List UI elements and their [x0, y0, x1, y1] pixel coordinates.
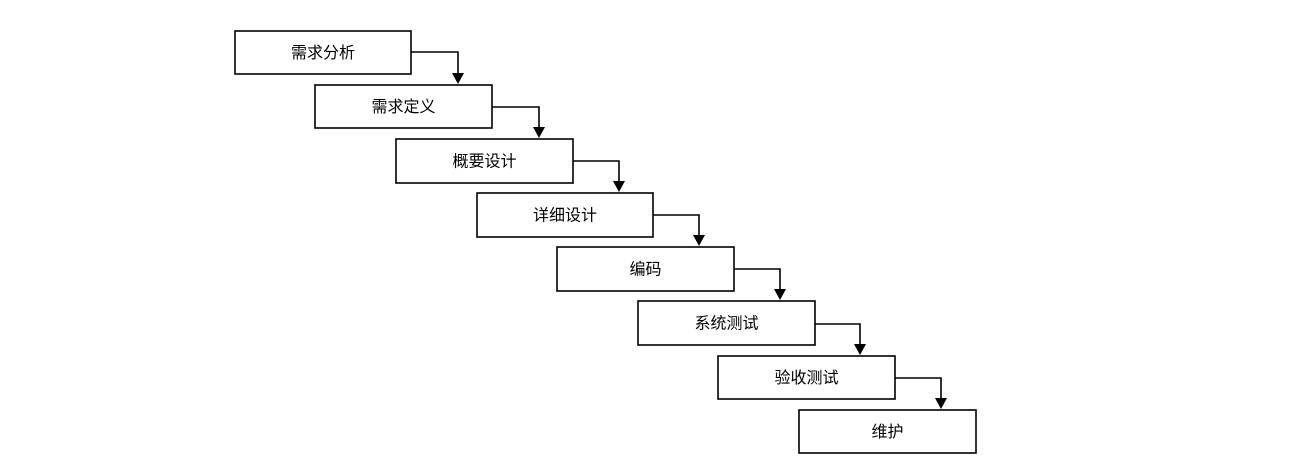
stage-label: 系统测试 — [694, 314, 758, 333]
stage-box — [717, 355, 896, 400]
stage-box — [637, 300, 816, 346]
stage-label: 编码 — [629, 260, 661, 279]
stage-label: 维护 — [871, 422, 903, 441]
stage-box — [556, 246, 735, 292]
stage-system-testing: 系统测试 — [637, 300, 816, 346]
connector-requirements-definition-to-high-level-design — [492, 106, 545, 138]
connector-high-level-design-to-detailed-design — [573, 160, 625, 192]
stage-maintenance: 维护 — [798, 409, 977, 454]
stage-requirements-definition: 需求定义 — [314, 84, 493, 129]
stage-label: 概要设计 — [452, 152, 516, 171]
stage-coding: 编码 — [556, 246, 735, 292]
stage-box — [314, 84, 493, 129]
stage-box — [395, 138, 574, 184]
stage-box — [234, 30, 412, 75]
stage-label: 需求分析 — [291, 43, 355, 62]
stage-box — [798, 409, 977, 454]
connector-acceptance-testing-to-maintenance — [895, 377, 947, 409]
stage-high-level-design: 概要设计 — [395, 138, 574, 184]
stage-requirements-analysis: 需求分析 — [234, 30, 412, 75]
connector-detailed-design-to-coding — [653, 214, 705, 246]
stage-label: 详细设计 — [533, 206, 597, 225]
connector-requirements-analysis-to-requirements-definition — [411, 51, 464, 84]
stage-label: 验收测试 — [774, 368, 838, 387]
stage-box — [476, 192, 654, 238]
connector-system-testing-to-acceptance-testing — [815, 323, 866, 355]
connectors — [411, 51, 947, 409]
stage-acceptance-testing: 验收测试 — [717, 355, 896, 400]
stage-label: 需求定义 — [371, 97, 435, 116]
stage-detailed-design: 详细设计 — [476, 192, 654, 238]
connector-coding-to-system-testing — [734, 268, 786, 300]
